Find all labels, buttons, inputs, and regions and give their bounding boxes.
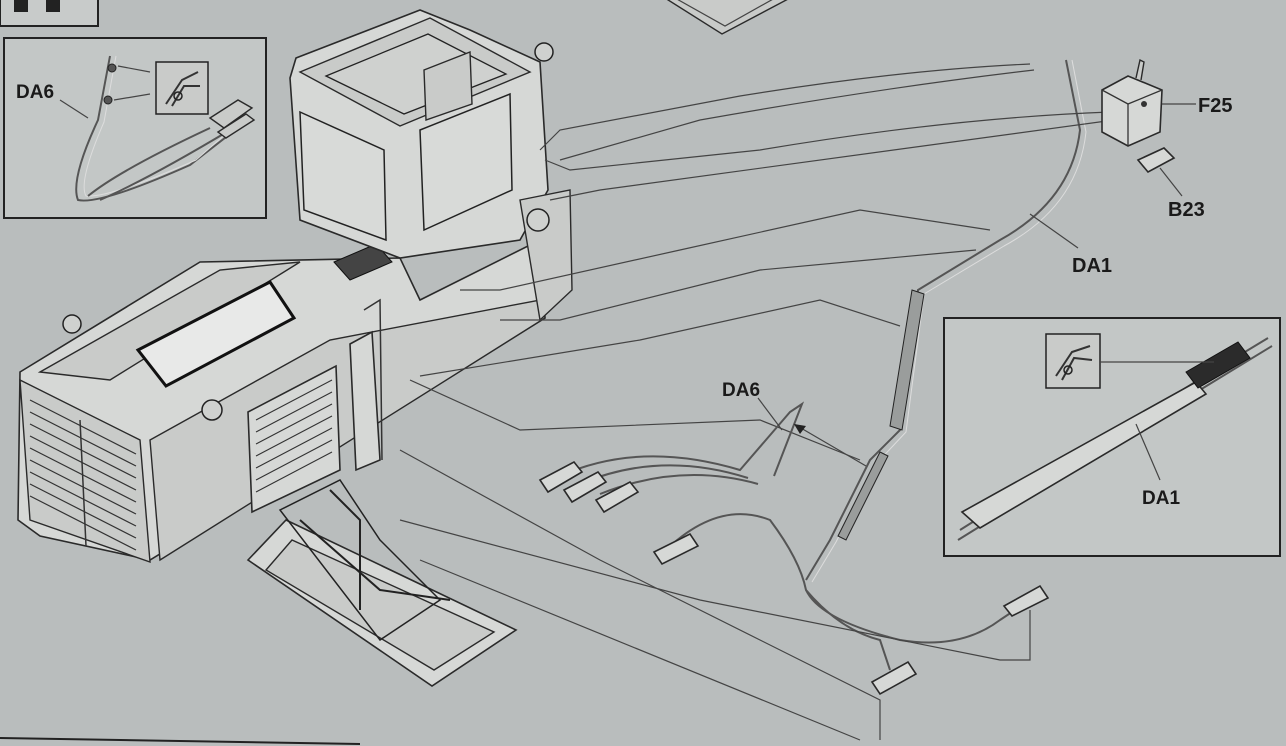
step-plate <box>333 243 393 281</box>
side-vent <box>247 364 341 514</box>
f25-box <box>1101 75 1163 147</box>
inset-da1-duct <box>960 380 1208 529</box>
corner-box <box>0 0 99 27</box>
bottom-edge <box>0 737 361 745</box>
plug <box>652 532 700 566</box>
cab-window <box>419 92 513 232</box>
inset-da6: DA6 <box>3 37 267 219</box>
harness: F25 B23 DA1 DA6 <box>399 58 1232 741</box>
b23-label: B23 <box>1168 199 1205 221</box>
da6-label: DA6 <box>722 380 760 401</box>
plug <box>562 470 608 504</box>
plug <box>594 480 640 514</box>
inset-da6-cable <box>75 55 249 202</box>
inset-da6-label: DA6 <box>16 82 54 103</box>
f25-label: F25 <box>1198 95 1232 117</box>
machine <box>17 9 573 687</box>
da6-harness <box>559 401 805 477</box>
da1-sleeve <box>889 289 925 431</box>
da1-label: DA1 <box>1072 255 1112 277</box>
cutter-icon <box>155 61 209 115</box>
plug <box>538 460 584 494</box>
control-column <box>349 330 381 472</box>
plug <box>1002 584 1050 618</box>
top-panel <box>135 280 297 388</box>
plug <box>870 660 918 696</box>
inset-da1-label: DA1 <box>1142 488 1180 509</box>
top-panel-fragment <box>666 0 788 35</box>
b23-connector <box>1136 147 1176 174</box>
cab-window <box>299 110 387 242</box>
inset-da1: DA1 <box>943 317 1281 557</box>
inset-da1-sleeve <box>1185 341 1251 389</box>
